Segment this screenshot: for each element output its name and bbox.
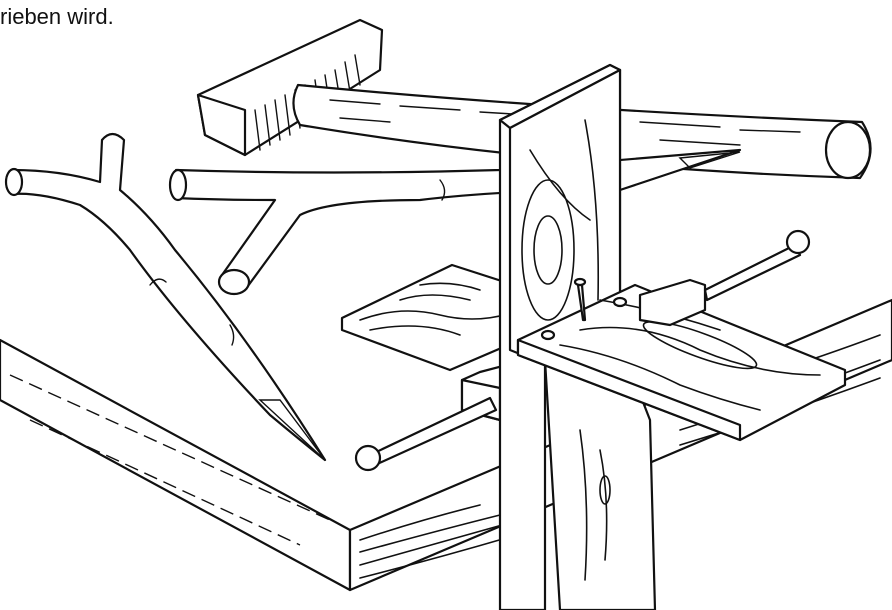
horizontal-board-right: [518, 285, 845, 440]
block-right: [640, 280, 705, 325]
horizontal-board-left: [342, 265, 545, 370]
dowel-right: [705, 231, 809, 300]
pointed-stick: [6, 134, 325, 460]
caption-text: rieben wird.: [0, 4, 114, 29]
nail: [575, 279, 585, 320]
dowel-left: [356, 398, 496, 470]
